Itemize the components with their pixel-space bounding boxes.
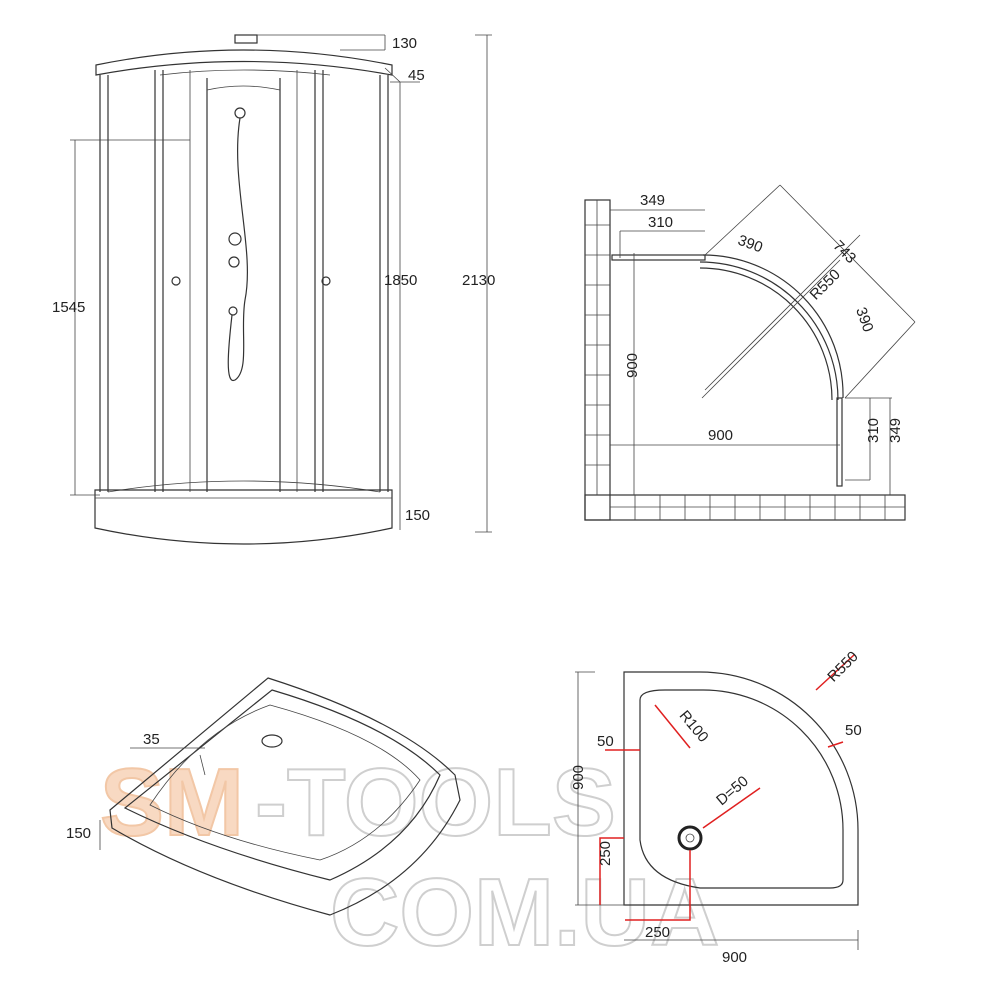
dim-handle-height: 1545 xyxy=(52,299,85,316)
dim-door-outer-top: 349 xyxy=(640,192,665,209)
watermark-brand: SM xyxy=(100,749,244,856)
dim-depth: 900 xyxy=(624,353,641,378)
dim-roof: 45 xyxy=(408,67,425,84)
dim-plan-width: 900 xyxy=(722,949,747,966)
dim-door-inner-top: 310 xyxy=(648,214,673,231)
dim-rim: 35 xyxy=(143,731,160,748)
dim-drain-x: 250 xyxy=(645,924,670,941)
dim-inner-radius: R100 xyxy=(676,707,712,745)
dim-total-height: 2130 xyxy=(462,272,495,289)
dim-diagonal: 743 xyxy=(829,237,859,267)
dim-top: 130 xyxy=(392,35,417,52)
dim-outer-radius: R550 xyxy=(824,648,861,685)
dim-width: 900 xyxy=(708,427,733,444)
dim-arc-2: 390 xyxy=(852,305,877,334)
dim-door-outer-side: 349 xyxy=(887,418,904,443)
dim-drain: D=50 xyxy=(713,773,752,809)
top-view: 390 743 R550 390 349 310 900 900 310 349 xyxy=(584,184,916,521)
dim-cabin-height: 1850 xyxy=(384,272,417,289)
dim-tray-persp-height: 150 xyxy=(66,825,91,842)
dim-tray-height: 150 xyxy=(405,507,430,524)
dim-drain-y: 250 xyxy=(597,841,614,866)
watermark-domain: COM.UA xyxy=(330,859,719,966)
watermark: SM -TOOLS COM.UA xyxy=(99,748,720,967)
tray-perspective: 35 150 xyxy=(66,677,461,916)
dim-rim-right: 50 xyxy=(845,722,862,739)
dim-arc-1: 390 xyxy=(736,232,765,257)
dim-plan-depth: 900 xyxy=(570,765,587,790)
front-view: 130 45 1545 1850 2130 150 xyxy=(52,34,495,545)
dim-radius: R550 xyxy=(807,266,844,303)
dim-door-inner-side: 310 xyxy=(865,418,882,443)
dim-rim-left: 50 xyxy=(597,733,614,750)
